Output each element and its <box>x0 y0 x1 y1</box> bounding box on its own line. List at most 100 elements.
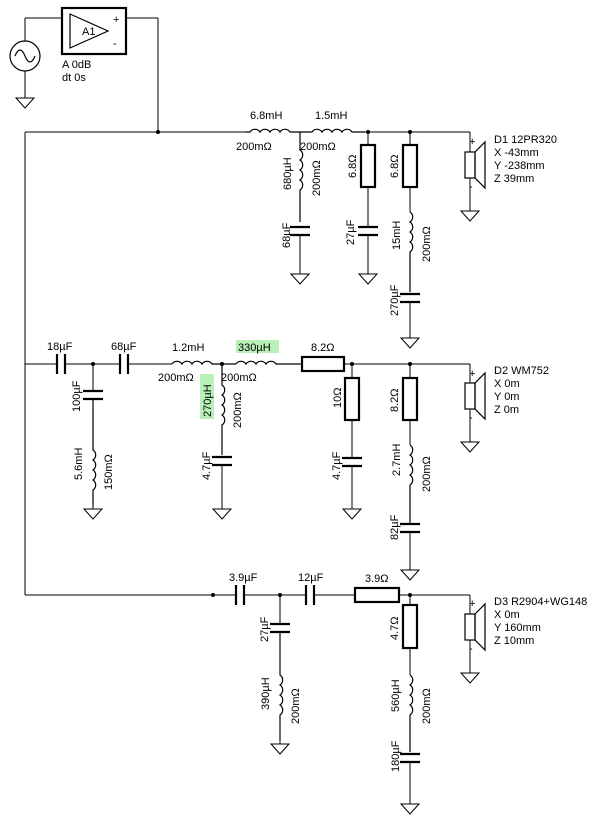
ground-icon <box>460 202 480 222</box>
label: 1.2mH <box>172 342 204 354</box>
resistor-4-7ohm[interactable]: 4.7Ω <box>389 595 419 675</box>
label: 5.6mH <box>73 448 85 480</box>
inductor-270uh[interactable]: 270µH 200mΩ <box>200 364 244 455</box>
ground-icon <box>400 329 420 349</box>
label: 82µF <box>389 514 401 540</box>
amp-label: A1 <box>82 26 95 38</box>
driver-x: X 0m <box>494 609 520 621</box>
capacitor-100uf[interactable]: 100µF <box>71 364 103 412</box>
label: 200mΩ <box>232 392 244 428</box>
inductor-1-5mh[interactable]: 1.5mH 200mΩ <box>300 110 365 153</box>
inductor-15mh[interactable]: 15mH 200mΩ <box>391 211 433 292</box>
resistor-10ohm[interactable]: 10Ω <box>332 364 361 457</box>
label: 200mΩ <box>421 688 433 724</box>
label: 18µF <box>47 341 73 353</box>
resistor-6-8ohm-b[interactable]: 6.8Ω <box>389 132 419 212</box>
label: 10Ω <box>332 388 344 408</box>
label: 2.7mH <box>391 444 403 476</box>
speaker-icon <box>464 382 476 410</box>
capacitor-4-7uf-a[interactable]: 4.7µF <box>201 451 232 520</box>
ground-icon <box>342 500 362 520</box>
speaker-d3[interactable]: + - D3 R2904+WG148 X 0m Y 160mm Z 10mm <box>460 595 587 684</box>
shunt-inductor-680uh[interactable]: 680µH 200mΩ <box>282 132 323 222</box>
driver-name: D2 WM752 <box>494 365 549 377</box>
speaker-d2[interactable]: + - D2 WM752 X 0m Y 0m Z 0m <box>460 364 549 453</box>
signal-source[interactable] <box>9 17 62 109</box>
inductor-330uh[interactable]: 330µH 200mΩ <box>221 340 300 384</box>
inductor-560uh[interactable]: 560µH 200mΩ <box>390 674 433 752</box>
amplifier-icon <box>69 13 110 49</box>
bus-wires <box>24 130 245 596</box>
resistor-6-8ohm-a[interactable]: 6.8Ω <box>347 132 377 226</box>
label: 200mΩ <box>236 141 272 153</box>
ground-icon <box>270 735 290 755</box>
speaker-d1[interactable]: + - D1 12PR320 X -43mm Y -238mm Z 39mm <box>460 132 557 222</box>
driver-z: Z 10mm <box>494 635 534 647</box>
capacitor-82uf[interactable]: 82µF <box>389 514 420 581</box>
driver-y: Y 160mm <box>494 622 541 634</box>
driver-y: Y -238mm <box>494 160 545 172</box>
capacitor-12uf[interactable]: 12µF <box>298 572 324 605</box>
label: 3.9Ω <box>365 573 389 585</box>
label: 100µF <box>71 380 83 412</box>
svg-text:-: - <box>469 643 473 655</box>
driver-name: D3 R2904+WG148 <box>494 596 587 608</box>
label: 200mΩ <box>311 160 323 196</box>
capacitor-3-9uf[interactable]: 3.9µF <box>229 572 258 605</box>
inductor-5-6mh[interactable]: 5.6mH 150mΩ <box>73 399 115 520</box>
label: 270µF <box>389 284 401 316</box>
resistor-3-9ohm[interactable]: 3.9Ω <box>353 573 401 604</box>
label: 27µF <box>259 616 271 642</box>
svg-text:+: + <box>469 136 475 148</box>
label: 200mΩ <box>221 372 257 384</box>
speaker-icon <box>464 151 476 179</box>
label: 15mH <box>391 221 403 250</box>
ground-icon <box>460 433 480 453</box>
label: 200mΩ <box>421 226 433 262</box>
inductor-2-7mh[interactable]: 2.7mH 200mΩ <box>391 444 433 523</box>
label: 4.7µF <box>331 451 343 480</box>
ground-icon <box>83 500 103 520</box>
shunt-capacitor-68uf[interactable]: 68µF <box>281 222 310 285</box>
capacitor-27uf[interactable]: 27µF <box>345 219 378 285</box>
label: 6.8Ω <box>389 154 401 178</box>
resistor-8-2ohm-series[interactable]: 8.2Ω <box>300 342 470 373</box>
capacitor-27uf-bot[interactable]: 27µF <box>259 595 290 642</box>
inductor-1-2mh[interactable]: 1.2mH 200mΩ <box>158 342 236 384</box>
label: 200mΩ <box>421 456 433 492</box>
mid-branch: 18µF 68µF 100µF 5.6mH 150mΩ 1.2mH 200mΩ <box>47 340 549 581</box>
amp-delay: dt 0s <box>62 72 86 84</box>
label: 330µH <box>238 342 271 354</box>
label: 180µF <box>390 740 402 772</box>
label: 270µH <box>202 384 214 417</box>
ground-icon <box>460 664 480 684</box>
label: 68µF <box>281 222 293 248</box>
capacitor-18uf[interactable]: 18µF <box>47 341 73 374</box>
amp-plus: + <box>113 14 119 26</box>
label: 1.5mH <box>315 110 347 122</box>
capacitor-270uf[interactable]: 270µF <box>389 284 420 349</box>
ground-icon <box>15 89 35 109</box>
driver-y: Y 0m <box>494 391 519 403</box>
label: 560µH <box>390 679 402 712</box>
driver-z: Z 39mm <box>494 173 534 185</box>
ground-icon <box>400 795 420 815</box>
resistor-8-2ohm-shunt[interactable]: 8.2Ω <box>389 364 419 445</box>
capacitor-4-7uf-b[interactable]: 4.7µF <box>331 451 362 520</box>
capacitor-68uf-mid[interactable]: 68µF <box>111 341 137 374</box>
inductor-6-8mh[interactable]: 6.8mH 200mΩ <box>236 110 300 153</box>
svg-text:-: - <box>469 412 473 424</box>
inductor-390uh[interactable]: 390µH 200mΩ <box>260 632 302 755</box>
label: 150mΩ <box>103 454 115 490</box>
driver-x: X -43mm <box>494 147 539 159</box>
capacitor-180uf[interactable]: 180µF <box>390 740 420 815</box>
ground-icon <box>358 265 378 285</box>
label: 6.8Ω <box>347 154 359 178</box>
label: 8.2Ω <box>311 342 335 354</box>
amplifier-block[interactable]: A1 + - A 0dB dt 0s <box>60 6 159 132</box>
ground-icon <box>400 561 420 581</box>
top-branch: 6.8mH 200mΩ 1.5mH 200mΩ 680µH 200mΩ 68µF <box>236 110 557 349</box>
label: 68µF <box>111 341 137 353</box>
label: 200mΩ <box>290 688 302 724</box>
